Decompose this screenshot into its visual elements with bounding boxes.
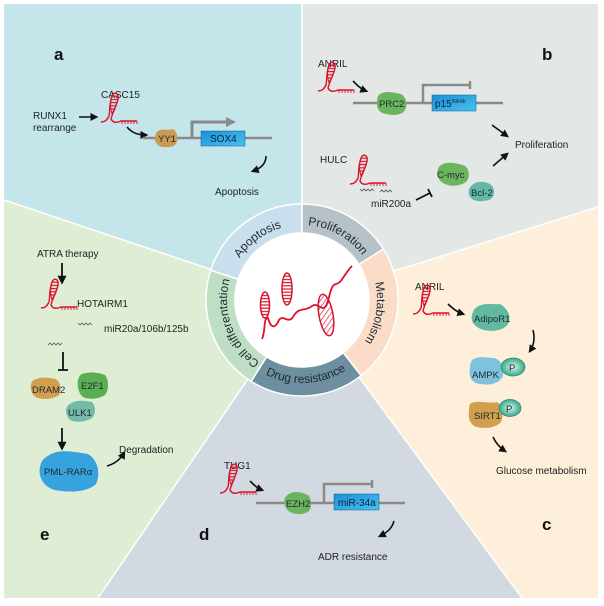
mir34a-gene: miR-34a — [338, 498, 376, 509]
atra-therapy-label: ATRA therapy — [37, 249, 99, 260]
sector-drug-resistance — [98, 300, 522, 598]
prc2-protein: PRC2 — [379, 99, 404, 110]
runx1-label: RUNX1 — [33, 111, 67, 122]
sector-apoptosis — [4, 4, 302, 300]
hotairm1-label: HOTAIRM1 — [77, 299, 128, 310]
bcl2-protein: Bcl-2 — [471, 188, 493, 199]
panel-letter-d: d — [199, 525, 209, 544]
sector-proliferation — [302, 4, 598, 300]
p15-gene: p15INK4b — [435, 99, 466, 110]
panel-letter-a: a — [54, 45, 64, 64]
panel-letter-b: b — [542, 45, 552, 64]
panel-e: e ATRA therapy HOTAIRM1 miR20a/106b/125b… — [30, 249, 189, 544]
sirt1-protein: SIRT1 — [474, 411, 501, 422]
dram2-protein: DRAM2 — [32, 385, 65, 396]
ezh2-protein: EZH2 — [286, 499, 310, 510]
apoptosis-outcome: Apoptosis — [215, 187, 259, 198]
panel-letter-c: c — [542, 515, 551, 534]
proliferation-outcome: Proliferation — [515, 140, 568, 151]
yy1-protein: YY1 — [158, 134, 176, 145]
mir20a-106b-125b-label: miR20a/106b/125b — [104, 324, 189, 335]
panel-a: a RUNX1 rearrange CASC15 YY1 SOX4 Apopto… — [33, 45, 272, 198]
sox4-gene: SOX4 — [210, 134, 237, 145]
ampk-phospho: P — [509, 363, 515, 374]
ring-center — [235, 233, 369, 367]
hulc-label: HULC — [320, 155, 347, 166]
central-lncrna-icon — [259, 265, 353, 340]
casc15-label: CASC15 — [101, 90, 140, 101]
cmyc-protein: C-myc — [437, 170, 465, 181]
panel-letter-e: e — [40, 525, 49, 544]
e2f1-protein: E2F1 — [81, 381, 104, 392]
mir200a-label: miR200a — [371, 199, 411, 210]
ampk-protein: AMPK — [472, 370, 500, 381]
panel-d: d TUG1 EZH2 miR-34a ADR resistance — [199, 461, 405, 563]
ulk1-protein: ULK1 — [68, 408, 92, 419]
adipor1-protein: AdipoR1 — [474, 314, 510, 325]
glucose-metabolism-outcome: Glucose metabolism — [496, 466, 587, 477]
sirt1-phospho: P — [506, 404, 512, 415]
ring-segment-cell-differentiation — [205, 269, 268, 383]
panel-c: c ANRIL AdipoR1 AMPK P SIRT1 P Glucose m… — [412, 282, 587, 534]
adr-resistance-outcome: ADR resistance — [318, 552, 388, 563]
degradation-outcome: Degradation — [119, 445, 173, 456]
rearrange-label: rearrange — [33, 123, 77, 134]
panel-b: b ANRIL PRC2 p15INK4b Proliferation HULC… — [317, 45, 568, 210]
pml-rara-protein: PML-RARα — [44, 467, 93, 478]
